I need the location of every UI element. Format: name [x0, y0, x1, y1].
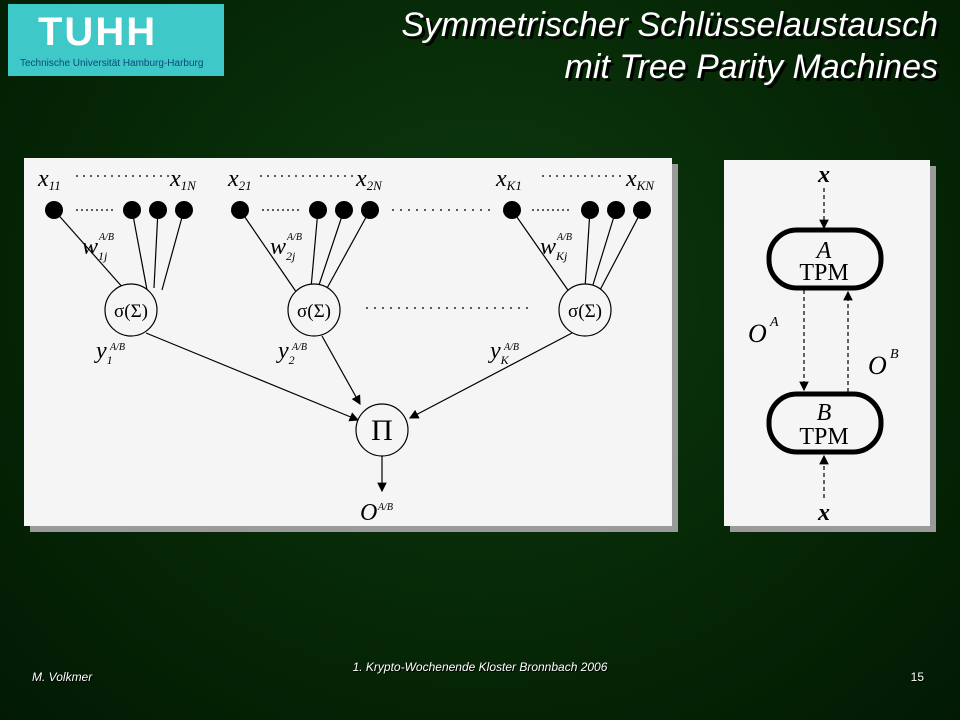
logo-main-text: TUHH — [38, 10, 158, 54]
slide-title-line2: mit Tree Parity Machines — [564, 48, 938, 86]
hidden-unit-k-symbol: σ(Σ) — [568, 301, 602, 322]
weight-label-2: w2j — [270, 234, 296, 263]
input-node — [149, 201, 167, 219]
edge — [511, 209, 573, 297]
edge — [325, 209, 371, 291]
hidden-unit-2 — [287, 283, 341, 337]
input-label-x1n: x1N — [169, 166, 197, 193]
input-label-top: x — [817, 162, 830, 188]
input-node — [503, 201, 521, 219]
output-unit-symbol: Π — [371, 414, 393, 447]
input-node — [175, 201, 193, 219]
input-label-xk1: xK1 — [495, 166, 522, 193]
edge — [317, 209, 345, 289]
edge — [584, 209, 591, 289]
weight-sup-1: A/B — [98, 232, 114, 243]
hidden-unit-k — [558, 283, 612, 337]
tpm-b-name: TPM — [799, 424, 848, 450]
output-a-sup: A — [769, 315, 779, 330]
hidden-output-label-2: y2 — [276, 338, 295, 367]
input-node — [335, 201, 353, 219]
edge — [591, 209, 617, 289]
edge — [153, 209, 159, 289]
input-label-x21: x21 — [227, 166, 252, 193]
input-label-xkn: xKN — [625, 166, 655, 193]
hidden-output-sup-1: A/B — [109, 342, 125, 353]
edge — [321, 335, 361, 406]
tpm-architecture-panel: x11 x1N x21 x2N xK1 xKN w1j A/B w2j A/B … — [24, 158, 672, 526]
output-b-sup: B — [890, 347, 899, 362]
edge — [161, 209, 185, 291]
hidden-output-sup-2: A/B — [291, 342, 307, 353]
tuhh-logo: TUHH Technische Universität Hamburg-Harb… — [8, 4, 224, 76]
input-label-x2n: x2N — [355, 166, 383, 193]
input-node — [581, 201, 599, 219]
edge — [599, 209, 643, 291]
tpm-b-box — [766, 391, 884, 455]
logo-subtitle: Technische Universität Hamburg-Harburg — [20, 58, 204, 69]
footer-event: 1. Krypto-Wochenende Kloster Bronnbach 2… — [352, 660, 608, 674]
edge — [131, 209, 148, 291]
edge — [145, 332, 360, 422]
hidden-output-label-1: y1 — [94, 338, 113, 367]
key-exchange-diagram: x A TPM B TPM x O A O B — [748, 162, 899, 526]
edge — [239, 209, 300, 297]
input-node — [45, 201, 63, 219]
input-node — [607, 201, 625, 219]
input-node — [123, 201, 141, 219]
hidden-output-sup-k: A/B — [503, 342, 519, 353]
hidden-unit-1 — [104, 283, 158, 337]
edge — [310, 209, 319, 289]
tpm-a-letter: A — [815, 238, 832, 264]
weight-label-1: w1j — [82, 234, 108, 263]
edge — [408, 332, 573, 419]
weight-label-k: wKj — [540, 234, 568, 263]
weight-sup-k: A/B — [556, 232, 572, 243]
edge — [53, 209, 133, 299]
page-number: 15 — [910, 670, 924, 684]
footer-author: M. Volkmer — [32, 670, 93, 684]
output-label: O — [360, 500, 377, 526]
output-b-label: O — [868, 351, 887, 380]
output-sup: A/B — [377, 502, 393, 513]
output-a-label: O — [748, 319, 767, 348]
input-label-bottom: x — [817, 500, 830, 526]
input-node — [633, 201, 651, 219]
input-node — [231, 201, 249, 219]
input-node — [309, 201, 327, 219]
weight-sup-2: A/B — [286, 232, 302, 243]
slide-title: Symmetrischer Schlüsselaustausch mit Tre… — [401, 4, 938, 88]
hidden-unit-2-symbol: σ(Σ) — [297, 301, 331, 322]
hidden-unit-1-symbol: σ(Σ) — [114, 301, 148, 322]
tpm-architecture-diagram: x11 x1N x21 x2N xK1 xKN w1j A/B w2j A/B … — [37, 166, 655, 526]
tpm-b-letter: B — [817, 400, 832, 426]
hidden-output-label-k: yK — [488, 338, 510, 367]
input-label-x11: x11 — [37, 166, 61, 193]
tpm-a-name: TPM — [799, 260, 848, 286]
key-exchange-panel: x A TPM B TPM x O A O B — [724, 160, 930, 526]
input-node — [361, 201, 379, 219]
tpm-a-box — [766, 227, 884, 291]
slide-title-line1: Symmetrischer Schlüsselaustausch — [401, 6, 938, 44]
